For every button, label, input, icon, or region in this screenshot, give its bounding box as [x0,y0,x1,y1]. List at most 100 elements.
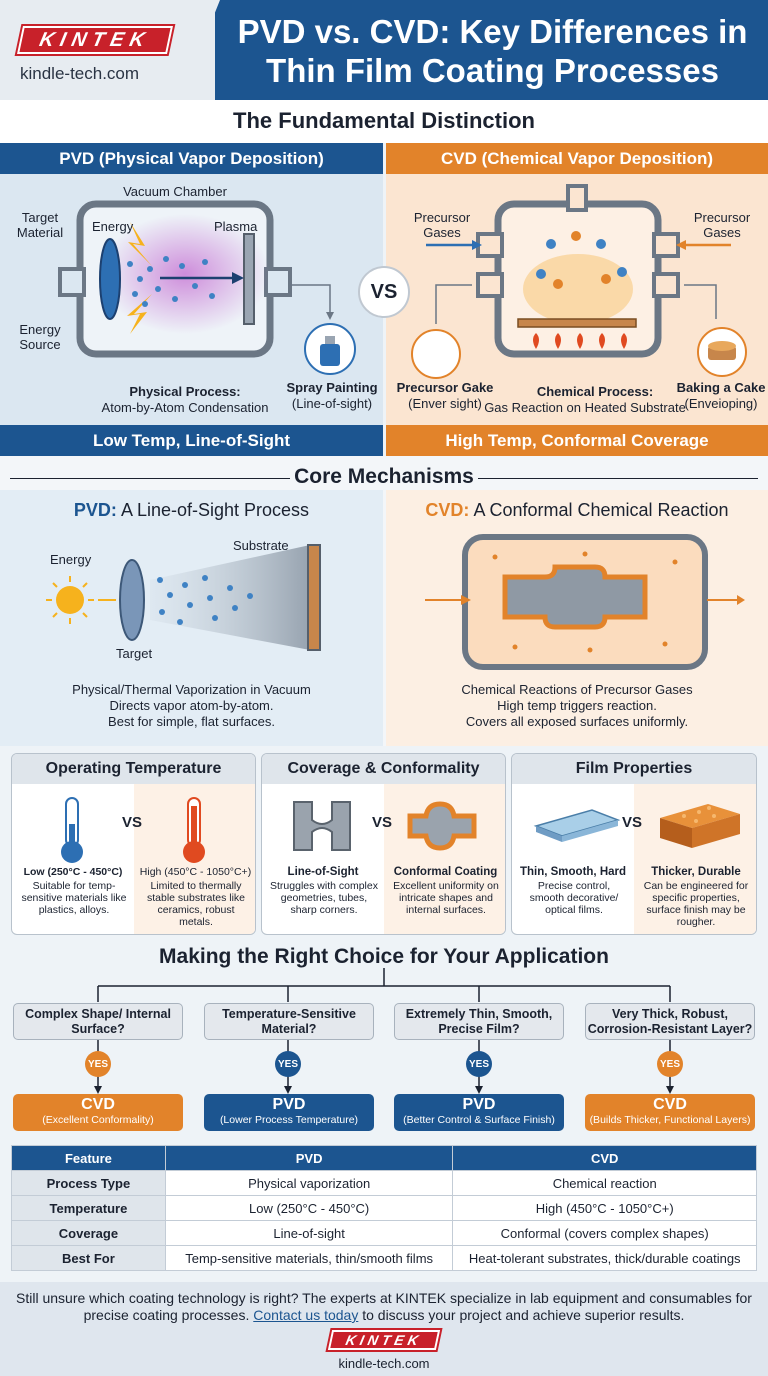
pvd-chamber-diagram [58,200,356,375]
card-film-left-desc: Precise control, smooth decorative/ opti… [529,880,619,916]
pvd-plasma-label: Plasma [214,219,258,234]
choice-connector-lines [97,968,671,1002]
pvd-process-title: Physical Process: [129,384,241,399]
card-film: Film Properties VS Thin, Smooth, Hard Pr… [511,753,757,935]
table-cell: Temp-sensitive materials, thin/smooth fi… [164,1245,454,1271]
footer-site-url[interactable]: kindle-tech.com [338,1356,430,1371]
footer [0,1282,768,1376]
card-film-title: Film Properties [512,754,756,784]
pvd-title-bar: PVD (Physical Vapor Deposition) [0,143,383,174]
fundamental-title: The Fundamental Distinction [233,108,535,133]
site-url[interactable]: kindle-tech.com [20,64,140,83]
pvd-energy-source-label: Energy Source [19,322,61,352]
card-cov-right-desc: Excellent uniformity on intricate shapes… [393,880,499,916]
page-title: PVD vs. CVD: Key Differences in Thin Fil… [237,13,748,89]
table-cell: Physical vaporization [164,1170,454,1196]
choice-answer-3: PVD (Better Control & Surface Finish) [394,1094,564,1131]
table-cell: Heat-tolerant substrates, thick/durable … [452,1245,757,1271]
mech-cvd-desc-1: Chemical Reactions of Precursor Gases [461,682,693,697]
card-film-right-desc: Can be engineered for specific propertie… [643,880,749,928]
card-film-left-title: Thin, Smooth, Hard [519,866,627,878]
mech-pvd-sub: A Line-of-Sight Process [120,500,310,520]
mech-pvd-energy-label: Energy [50,552,92,567]
mech-cvd-diagram [425,534,745,670]
choice-question-1: Complex Shape/ Internal Surface? [13,1003,183,1040]
yes-badge-4: YES [657,1051,683,1077]
header-slant [180,0,220,100]
mech-cvd-sub: A Conformal Chemical Reaction [473,500,729,520]
choice-answer-2: PVD (Lower Process Temperature) [204,1094,374,1131]
card-temp-vs: VS [122,814,143,831]
table-cell: High (450°C - 1050°C+) [452,1195,757,1221]
mech-cvd-head: CVD: [425,500,470,520]
table-row: Coverage Line-of-sight Conformal (covers… [11,1220,757,1246]
card-cov-right-title: Conformal Coating [393,866,498,878]
cvd-analogy1-desc: (Enver sight) [408,396,482,411]
kintek-logo[interactable]: KINTEK [17,26,173,54]
choice-answer-4: CVD (Builds Thicker, Functional Layers) [585,1094,755,1131]
mech-pvd-desc-3: Best for simple, flat surfaces. [108,714,275,729]
footer-text-2b: to discuss your project and achieve supe… [362,1307,685,1323]
cvd-precursor-right-label: Precursor Gases [693,210,751,240]
hot-thermometer-icon [183,797,205,863]
thin-film-icon [533,809,621,842]
pvd-summary-bar: Low Temp, Line-of-Sight [0,425,383,456]
mech-cvd-desc-3: Covers all exposed surfaces uniformly. [465,714,689,729]
mech-cvd-heading: CVD: A Conformal Chemical Reaction [386,500,768,521]
table-cell: Best For [11,1245,166,1271]
table-header-cvd: CVD [452,1145,757,1171]
mech-rule-right [478,478,758,479]
pvd-target-label: Target Material [16,210,64,240]
mech-pvd-heading: PVD: A Line-of-Sight Process [0,500,383,521]
table-cell: Conformal (covers complex shapes) [452,1220,757,1246]
cvd-analogy1-title: Precursor Gake [396,380,494,395]
cvd-process-title: Chemical Process: [536,384,654,399]
answer-3-detail: (Better Control & Surface Finish) [403,1114,555,1126]
answer-4-detail: (Builds Thicker, Functional Layers) [589,1114,751,1126]
answer-1-label: CVD [81,1096,115,1113]
comparison-table: Feature PVD CVD Process Type Physical va… [11,1145,757,1271]
table-row: Temperature Low (250°C - 450°C) High (45… [11,1195,757,1221]
answer-4-label: CVD [653,1096,687,1113]
mech-pvd-desc-2: Directs vapor atom-by-atom. [109,698,274,713]
mech-pvd-target-label: Target [116,646,153,661]
cvd-summary-bar: High Temp, Conformal Coverage [386,425,768,456]
mech-pvd-desc-1: Physical/Thermal Vaporization in Vacuum [72,682,311,697]
choice-arrow-lines [94,1040,674,1094]
mech-pvd-substrate-label: Substrate [233,538,289,553]
table-header-pvd: PVD [164,1145,454,1171]
cvd-analogy2-title: Baking a Cake [676,380,766,395]
pvd-analogy-desc: (Line-of-sight) [291,396,373,411]
card-cov-left-desc: Struggles with complex geometries, tubes… [270,880,378,916]
choice-question-2: Temperature-Sensitive Material? [204,1003,374,1040]
card-cov-vs: VS [372,814,393,831]
contact-link[interactable]: Contact us today [253,1307,359,1323]
answer-2-detail: (Lower Process Temperature) [219,1114,359,1126]
card-temp-left-title: Low (250°C - 450°C) [23,866,123,878]
conformal-shape-icon [407,801,477,851]
choice-question-4: Very Thick, Robust, Corrosion-Resistant … [585,1003,755,1040]
table-cell: Temperature [11,1195,166,1221]
yes-badge-3: YES [466,1051,492,1077]
pvd-energy-label: Energy [92,219,134,234]
cvd-precursor-left-label: Precursor Gases [413,210,471,240]
answer-1-detail: (Excellent Conformality) [42,1114,154,1126]
table-cell: Coverage [11,1220,166,1246]
card-cov-left-title: Line-of-Sight [287,866,359,878]
pvd-chamber-label: Vacuum Chamber [123,184,227,199]
card-temp-right-desc: Limited to thermally stable substrates l… [146,880,246,928]
answer-2-label: PVD [272,1096,306,1113]
cold-thermometer-icon [61,797,83,863]
footer-logo[interactable]: KINTEK [327,1330,441,1350]
mech-pvd-head: PVD: [73,500,117,520]
mech-pvd-desc: Physical/Thermal Vaporization in Vacuum … [0,682,383,730]
yes-badge-2: YES [275,1051,301,1077]
card-temp-left-desc: Suitable for temp-sensitive materials li… [21,880,127,916]
table-cell: Low (250°C - 450°C) [164,1195,454,1221]
table-cell: Process Type [11,1170,166,1196]
logo-text: KINTEK [37,28,153,51]
choice-answer-1: CVD (Excellent Conformality) [13,1094,183,1131]
card-film-vs: VS [622,814,643,831]
mech-pvd-diagram [46,544,321,651]
choice-title: Making the Right Choice for Your Applica… [159,945,609,968]
